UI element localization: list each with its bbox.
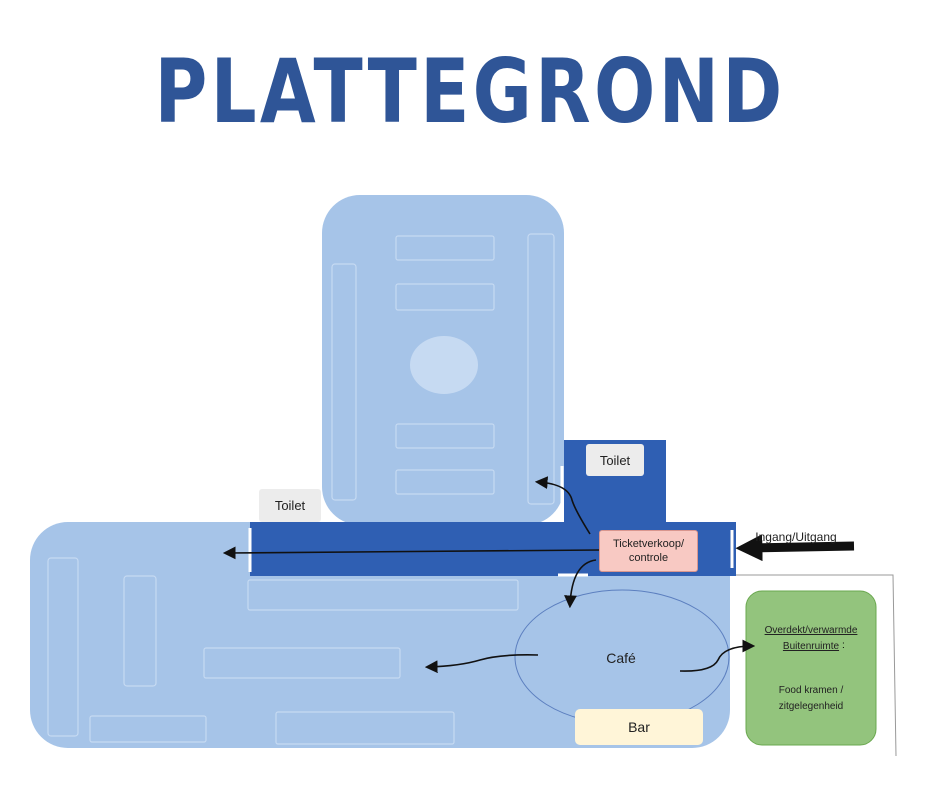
outdoor-title: Overdekt/verwarmde Buitenruimte <box>750 622 872 656</box>
outdoor-area <box>745 590 877 746</box>
ticket-label: Ticketverkoop/ controle <box>599 530 698 572</box>
page-title: PLATTEGROND <box>154 40 786 143</box>
entrance-label: Ingang/Uitgang <box>755 530 837 544</box>
main-hall-details <box>47 557 519 745</box>
outdoor-title-colon: : <box>842 640 845 651</box>
center-circle <box>410 336 478 394</box>
toilet-label-top: Toilet <box>586 444 644 476</box>
cafe-label: Café <box>606 650 636 666</box>
bar-label: Bar <box>575 709 703 745</box>
door-gaps <box>248 466 734 577</box>
outdoor-title-text: Overdekt/verwarmde Buitenruimte <box>764 625 858 652</box>
top-hall-details <box>331 233 555 505</box>
flow-arrows <box>222 476 756 674</box>
outdoor-description: Food kramen / zitgelegenheid <box>778 685 844 712</box>
outer-boundary <box>736 574 897 757</box>
toilet-label-left: Toilet <box>259 489 321 522</box>
entrance-arrow <box>735 534 855 562</box>
